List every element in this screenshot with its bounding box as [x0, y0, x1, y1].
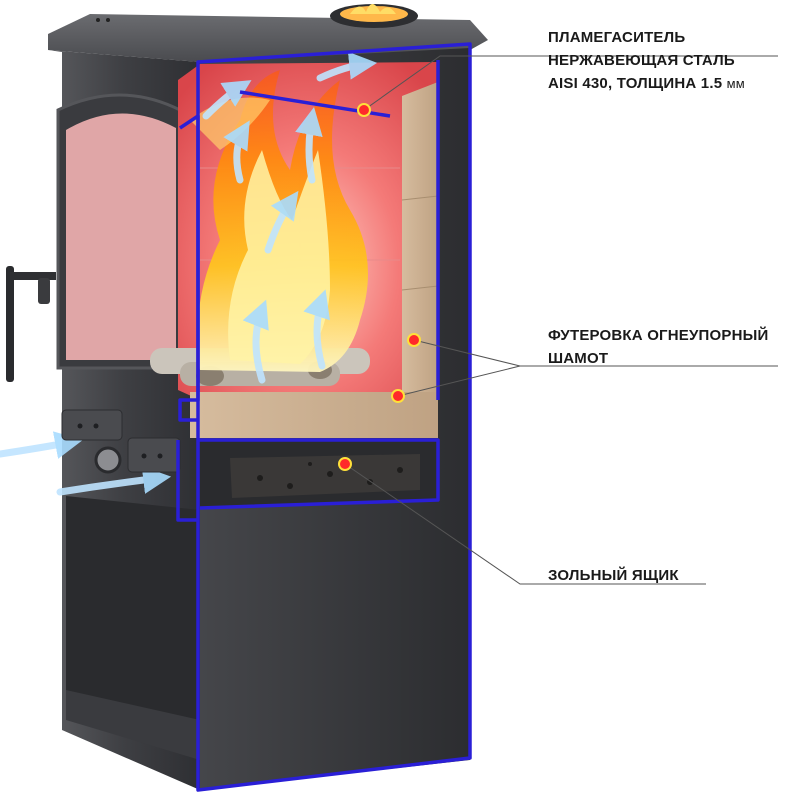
lining-title: ФУТЕРОВКА ОГНЕУПОРНЫЙ — [548, 327, 769, 344]
updraft-arrow-1 — [242, 299, 269, 384]
flame-deflector-spec: AISI 430, ТОЛЩИНА 1.5 мм — [548, 75, 745, 92]
door-glass — [66, 113, 176, 360]
air-controls — [61, 409, 181, 474]
updraft-arrow-7 — [316, 51, 378, 82]
flame-deflector-unit: мм — [726, 76, 745, 91]
leader-line-ash-box — [344, 463, 706, 585]
cutaway-outline — [176, 42, 472, 792]
marker-lining-wall — [407, 333, 421, 347]
fireclay-floor — [190, 392, 438, 438]
updraft-arrow-6 — [202, 80, 252, 120]
updraft-arrow-4 — [295, 106, 323, 184]
marker-lining-floor — [391, 389, 405, 403]
marker-flame-deflector — [357, 103, 371, 117]
callout-lining: ФУТЕРОВКА ОГНЕУПОРНЫЙ ШАМОТ — [548, 324, 768, 370]
updraft-arrow-5 — [223, 120, 250, 184]
leader-line-flame-deflector — [363, 55, 778, 111]
flame-deflector-material: НЕРЖАВЕЮЩАЯ СТАЛЬ — [548, 52, 735, 69]
ash-box-title: ЗОЛЬНЫЙ ЯЩИК — [548, 567, 679, 584]
leader-lines — [344, 55, 778, 585]
updraft-arrow-2 — [303, 289, 330, 370]
air-inlet-arrow — [0, 431, 84, 459]
callout-markers — [338, 103, 421, 471]
air-inlet-arrow-lower — [56, 466, 172, 496]
fireclay-lining — [190, 82, 439, 438]
marker-ash-box — [338, 457, 352, 471]
callout-ash-box: ЗОЛЬНЫЙ ЯЩИК — [548, 564, 679, 587]
ash-box — [200, 440, 438, 508]
leader-line-lining-2 — [397, 365, 521, 397]
stove-door — [6, 93, 182, 382]
air-regulator-knob-icon — [94, 446, 122, 474]
flame-deflector-title: ПЛАМЕГАСИТЕЛЬ — [548, 29, 686, 46]
door-handle-icon — [6, 266, 14, 382]
fireclay-back-wall — [402, 82, 438, 392]
ash-pile — [230, 454, 420, 498]
stove-base-niche — [66, 496, 200, 760]
callout-flame-deflector: ПЛАМЕГАСИТЕЛЬ НЕРЖАВЕЮЩАЯ СТАЛЬ AISI 430… — [548, 26, 745, 95]
lining-material: ШАМОТ — [548, 350, 609, 367]
updraft-arrow-3 — [264, 190, 299, 254]
